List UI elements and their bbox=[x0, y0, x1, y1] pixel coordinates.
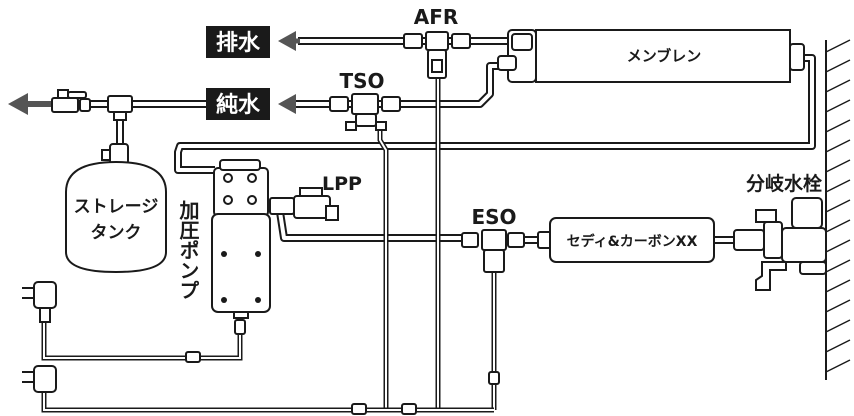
lpp-switch: LPP bbox=[269, 173, 362, 221]
wires bbox=[41, 78, 500, 415]
pure-water-outlet-arrow bbox=[278, 94, 296, 114]
afr-valve: AFR bbox=[403, 5, 471, 79]
membrane-housing: メンブレン bbox=[497, 29, 805, 83]
storage-tank: ストレージ タンク bbox=[65, 143, 167, 274]
ac-adapter-2 bbox=[22, 365, 57, 393]
afr-label: AFR bbox=[414, 5, 459, 29]
pure-water-label-text: 純水 bbox=[216, 92, 261, 118]
drain-label: 排水 bbox=[206, 26, 270, 58]
branch-faucet-label: 分岐水栓 bbox=[746, 172, 822, 195]
lpp-label: LPP bbox=[322, 173, 362, 195]
sediment-carbon-filter: セディ&カーボンXX bbox=[537, 217, 715, 263]
drain-label-text: 排水 bbox=[216, 31, 261, 56]
booster-pump bbox=[211, 159, 271, 319]
pump-label: 加圧ポンプ bbox=[176, 200, 200, 300]
membrane-label: メンブレン bbox=[627, 47, 702, 65]
eso-label: ESO bbox=[471, 205, 516, 229]
sediment-carbon-label: セディ&カーボンXX bbox=[567, 233, 698, 250]
pump-label-text: 加圧ポンプ bbox=[176, 200, 200, 300]
storage-tank-label-2: タンク bbox=[91, 223, 142, 243]
tso-valve: TSO bbox=[329, 69, 401, 131]
drain-outlet-arrow bbox=[278, 31, 300, 51]
ball-valve bbox=[51, 89, 91, 113]
pure-water-label: 純水 bbox=[206, 88, 270, 120]
tso-label: TSO bbox=[339, 69, 384, 93]
ac-adapter-1 bbox=[22, 281, 57, 323]
storage-tank-label-1: ストレージ bbox=[74, 197, 159, 217]
wall bbox=[825, 39, 854, 380]
storage-outlet-arrow bbox=[8, 93, 52, 115]
eso-valve: ESO bbox=[461, 205, 525, 273]
storage-tee bbox=[107, 95, 133, 121]
branch-faucet: 分岐水栓 bbox=[733, 172, 827, 291]
